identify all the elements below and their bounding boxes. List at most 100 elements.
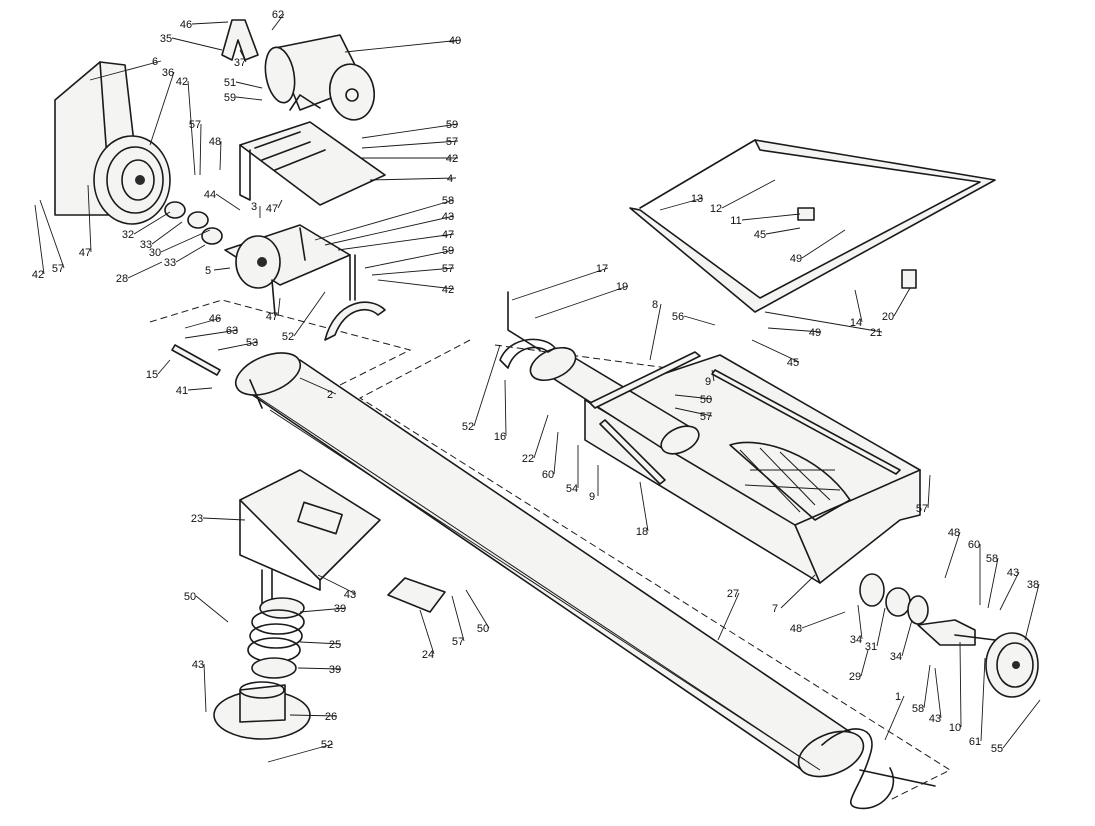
callout-label: 1 (895, 691, 901, 703)
callout-leader (1002, 699, 1041, 749)
callout-label: 58 (912, 703, 924, 715)
callout-label: 28 (116, 273, 128, 285)
callout-leader (1024, 583, 1040, 641)
callout-leader (419, 609, 435, 655)
callout-leader (299, 607, 347, 613)
spout (239, 469, 381, 591)
callout-label: 57 (452, 636, 464, 648)
callout-label: 17 (596, 263, 608, 275)
callout-leader (717, 592, 740, 641)
main-auger-tube (234, 352, 865, 778)
callout-label: 63 (226, 325, 238, 337)
callout-leader (195, 595, 229, 623)
hopper-frame (629, 139, 996, 313)
callout-leader (337, 233, 455, 251)
callout-leader (87, 184, 92, 253)
callout-label: 33 (164, 257, 176, 269)
callout-leader (199, 123, 202, 176)
bracket-20 (901, 269, 917, 289)
callout-label: 42 (446, 153, 458, 165)
callout-label: 26 (325, 711, 337, 723)
callout-leader (674, 394, 713, 400)
callout-leader (683, 315, 716, 326)
callout-leader (987, 557, 999, 609)
callout-leader (534, 285, 629, 319)
callout-leader (751, 339, 800, 363)
callout-leader (893, 287, 911, 317)
callout-leader (721, 179, 776, 209)
callout-leader (217, 341, 259, 351)
callout-leader (277, 199, 283, 209)
callout-leader (901, 619, 913, 657)
callout-label: 47 (266, 311, 278, 323)
callout-label: 46 (180, 19, 192, 31)
callout-leader (959, 641, 962, 728)
callout-leader (235, 96, 263, 101)
callout-leader (235, 81, 263, 89)
callout-label: 53 (246, 337, 258, 349)
idler-arm (221, 19, 259, 61)
callout-label: 32 (122, 229, 134, 241)
callout-label: 59 (224, 92, 236, 104)
callout-label: 56 (672, 311, 684, 323)
callout-label: 48 (790, 623, 802, 635)
callout-leader (674, 407, 713, 417)
callout-leader (157, 359, 171, 375)
callout-leader (533, 414, 549, 459)
callout-label: 50 (184, 591, 196, 603)
callout-leader (34, 204, 45, 275)
callout-leader (801, 611, 846, 629)
callout-label: 29 (849, 671, 861, 683)
callout-leader (324, 215, 455, 246)
callout-label: 42 (32, 269, 44, 281)
rail-18 (599, 419, 666, 485)
callout-label: 4 (447, 173, 453, 185)
callout-leader (127, 261, 163, 279)
callout-label: 8 (652, 299, 658, 311)
callout-leader (364, 249, 455, 269)
bracket-52 (324, 301, 386, 341)
callout-label: 49 (809, 327, 821, 339)
callout-label: 12 (710, 203, 722, 215)
callout-label: 18 (636, 526, 648, 538)
callout-leader (741, 213, 801, 221)
callout-label: 33 (140, 239, 152, 251)
callout-leader (649, 303, 662, 361)
callout-label: 48 (948, 527, 960, 539)
callout-label: 51 (224, 77, 236, 89)
callout-label: 30 (149, 247, 161, 259)
callout-leader (934, 667, 942, 719)
callout-label: 60 (968, 539, 980, 551)
callout-label: 49 (790, 253, 802, 265)
callout-label: 15 (146, 369, 158, 381)
callout-leader (299, 377, 337, 395)
callout-label: 40 (449, 35, 461, 47)
callout-leader (923, 664, 931, 709)
callout-leader (980, 657, 986, 742)
drive-pulley (93, 135, 171, 225)
bracket-11 (797, 207, 815, 221)
callout-leader (184, 317, 222, 329)
callout-leader (369, 177, 457, 181)
motor-mount (239, 121, 386, 206)
assembly-frame-upper (149, 299, 412, 396)
callout-leader (854, 289, 863, 323)
callout-label: 36 (162, 67, 174, 79)
auger-flighting (821, 728, 936, 810)
callout-label: 38 (1027, 579, 1039, 591)
callout-label: 42 (442, 284, 454, 296)
callout-leader (317, 574, 357, 595)
callout-label: 11 (730, 215, 741, 227)
callout-label: 22 (522, 453, 534, 465)
callout-label: 57 (916, 503, 928, 515)
callout-label: 24 (422, 649, 434, 661)
callout-leader (711, 369, 715, 382)
callout-leader (361, 123, 459, 139)
callout-leader (767, 327, 822, 333)
callout-leader (277, 297, 281, 317)
callout-label: 45 (754, 229, 766, 241)
callout-leader (659, 197, 704, 211)
callout-leader (213, 267, 231, 271)
callout-leader (371, 267, 455, 276)
